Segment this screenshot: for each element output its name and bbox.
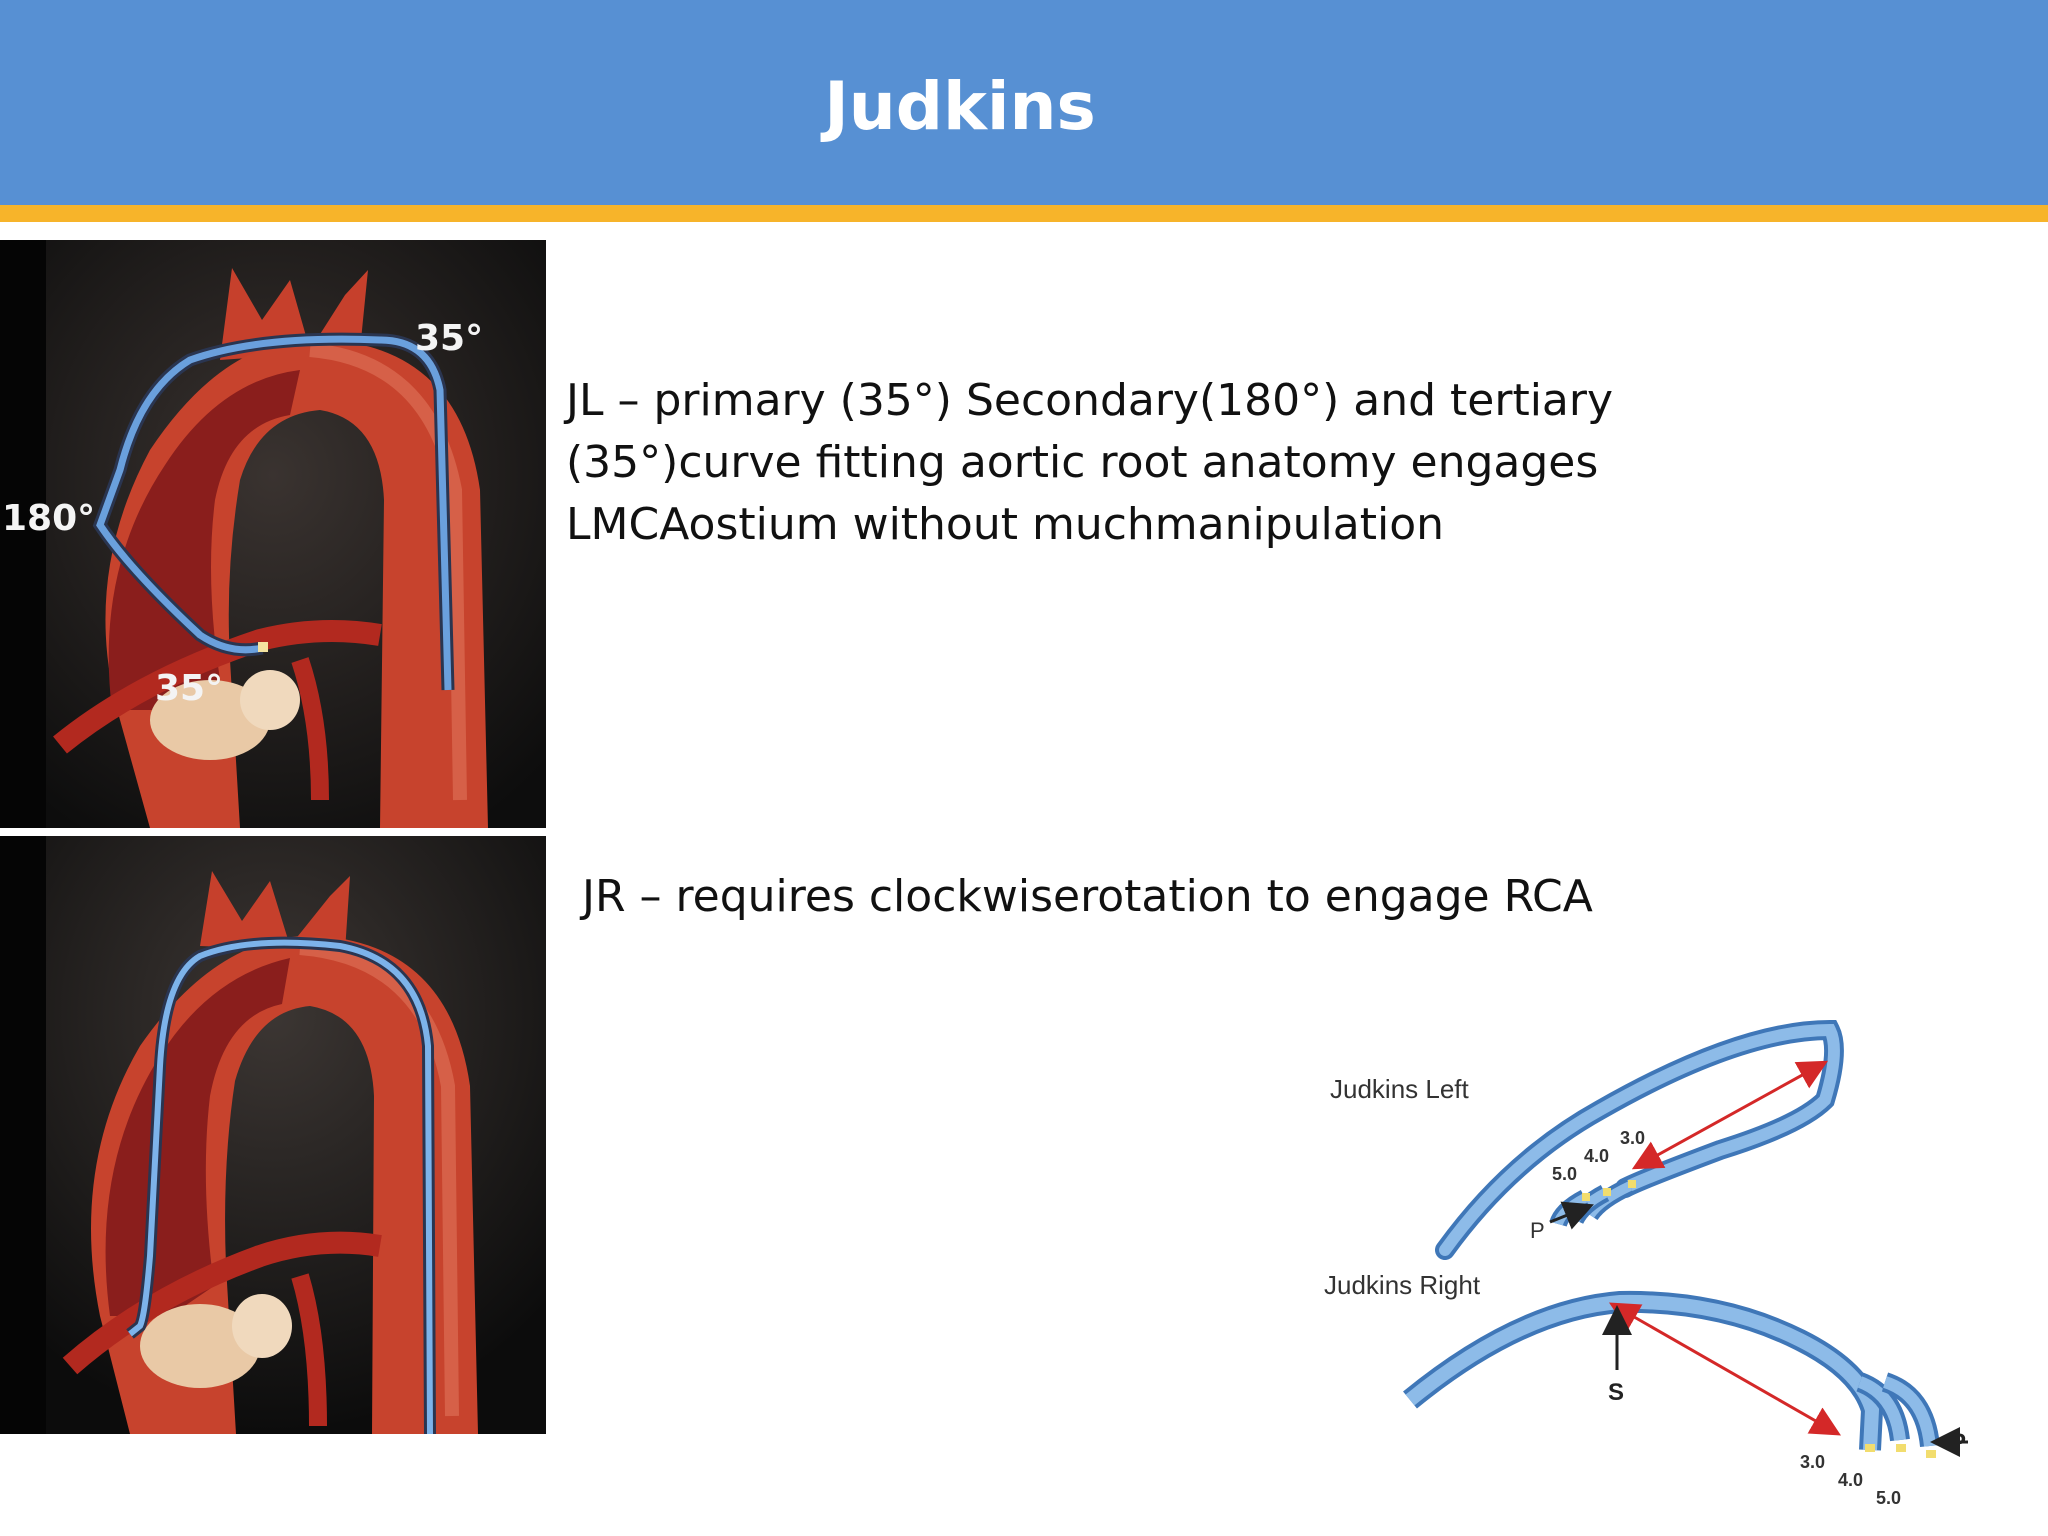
- jl-line-3: LMCAostium without muchmanipulation: [566, 494, 1586, 556]
- judkins-right-label: Judkins Right: [1324, 1270, 1481, 1300]
- jr-size-3: 3.0: [1800, 1452, 1825, 1472]
- angle-label-35-bottom: 35°: [155, 668, 223, 709]
- jr-primary-label: P: [1950, 1429, 1966, 1456]
- judkins-left-aorta-illustration: 35° 180° 35°: [0, 240, 546, 828]
- angle-label-180: 180°: [2, 498, 95, 539]
- jl-size-4: 4.0: [1584, 1146, 1609, 1166]
- judkins-left-label: Judkins Left: [1330, 1074, 1470, 1104]
- jl-description: JL – primary (35°) Secondary(180°) and t…: [566, 370, 1586, 556]
- slide-title: Judkins: [0, 62, 1920, 152]
- jl-primary-label: P: [1530, 1218, 1545, 1243]
- accent-stripe: [0, 205, 2048, 222]
- jr-description: JR – requires clockwiserotation to engag…: [582, 866, 1593, 928]
- judkins-curve-diagram: Judkins Left 5.0 4.0 3.0 P Judkins Right…: [1300, 1010, 2000, 1530]
- jr-secondary-label: S: [1608, 1379, 1624, 1406]
- angle-label-35-top: 35°: [415, 318, 483, 359]
- judkins-right-aorta-illustration: [0, 836, 546, 1434]
- jr-size-5: 5.0: [1876, 1488, 1901, 1508]
- jl-line-2: (35°)curve fitting aortic root anatomy e…: [566, 432, 1586, 494]
- jr-size-4: 4.0: [1838, 1470, 1863, 1490]
- jl-line-1: JL – primary (35°) Secondary(180°) and t…: [566, 370, 1586, 432]
- jl-size-5: 5.0: [1552, 1164, 1577, 1184]
- jl-size-3: 3.0: [1620, 1128, 1645, 1148]
